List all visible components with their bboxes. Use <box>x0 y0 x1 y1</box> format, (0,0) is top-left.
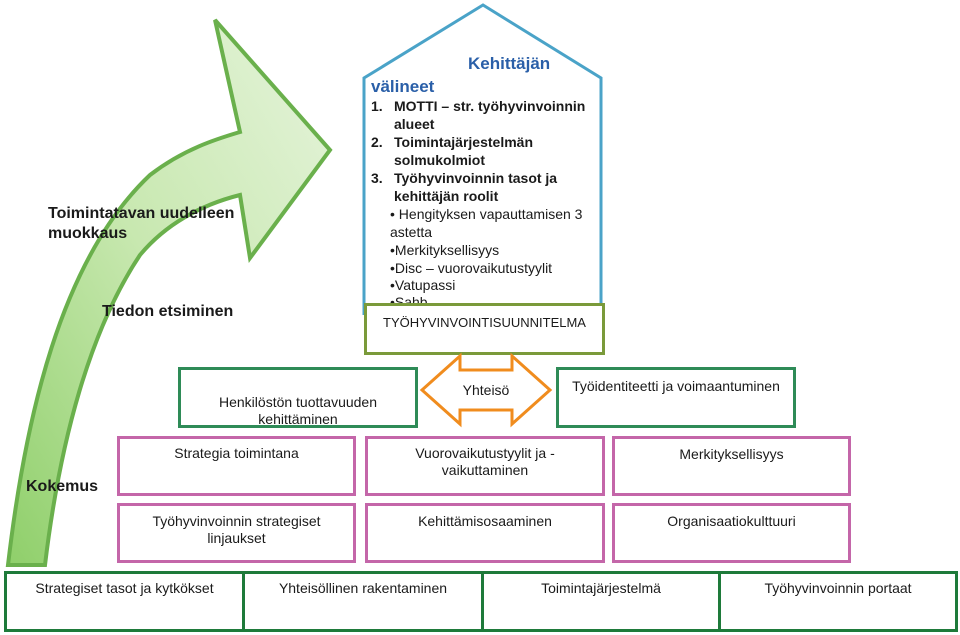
pink-label-1-1: Strategia toimintana <box>174 445 299 461</box>
house-bullet-3: •Disc – vuorovaikutustyylit <box>390 260 553 276</box>
arrow-label-middle: Tiedon etsiminen <box>102 303 234 320</box>
plan-box: TYÖHYVINVOINTISUUNNITELMA <box>364 303 605 355</box>
identity-label: Työidentiteetti ja voimaantuminen <box>572 378 780 394</box>
foundation-label-4: Työhyvinvoinnin portaat <box>764 580 912 596</box>
pink-box-2-2: Kehittämisosaaminen <box>365 503 605 563</box>
pink-label-1-3: Merkityksellisyys <box>679 446 784 462</box>
house-item-1-line2: alueet <box>394 116 435 132</box>
house-bullet-1: • Hengityksen vapauttamisen 3 <box>390 206 583 222</box>
identity-box: Työidentiteetti ja voimaantuminen <box>556 367 796 428</box>
pink-label-2-3: Organisaatiokulttuuri <box>667 513 796 529</box>
arrow-label-top: Toimintatavan uudelleen muokkaus <box>48 205 235 242</box>
house-title-line1: Kehittäjän <box>468 54 551 73</box>
plan-label: TYÖHYVINVOINTISUUNNITELMA <box>383 315 586 330</box>
pink-box-1-3: Merkityksellisyys <box>612 436 851 496</box>
community-label: Yhteisö <box>462 382 510 398</box>
house-item-2-line2: solmukolmiot <box>394 152 486 168</box>
house-bullet-1-cont: astetta <box>390 224 433 240</box>
pink-box-2-3: Organisaatiokulttuuri <box>612 503 851 563</box>
house-item-3-line1: Työhyvinvoinnin tasot ja <box>394 170 558 186</box>
house-bullet-5: •Sahb <box>390 294 428 303</box>
house-item-2-line1: Toimintajärjestelmän <box>394 134 534 150</box>
pink-box-1-2: Vuorovaikutustyylit ja - vaikuttaminen <box>365 436 605 496</box>
house-item-2-num: 2. <box>371 134 383 150</box>
pink-label-2-1: Työhyvinvoinnin strategiset linjaukset <box>152 513 321 546</box>
foundation-label-3: Toimintajärjestelmä <box>541 580 661 596</box>
productivity-label: Henkilöstön tuottavuuden kehittäminen <box>219 394 377 427</box>
foundation-label-1: Strategiset tasot ja kytkökset <box>35 580 214 596</box>
pink-box-1-1: Strategia toimintana <box>117 436 356 496</box>
foundation-cell-3: Toimintajärjestelmä <box>481 571 721 632</box>
productivity-box: Henkilöstön tuottavuuden kehittäminen <box>178 367 418 428</box>
house-item-3-num: 3. <box>371 170 383 186</box>
house-bullet-4: •Vatupassi <box>390 277 456 293</box>
pink-label-1-2: Vuorovaikutustyylit ja - vaikuttaminen <box>415 445 555 478</box>
house-item-1-num: 1. <box>371 98 383 114</box>
foundation-label-2: Yhteisöllinen rakentaminen <box>278 580 448 596</box>
house-item-3-line2: kehittäjän roolit <box>394 188 499 204</box>
pink-label-2-2: Kehittämisosaaminen <box>418 513 552 529</box>
foundation-cell-1: Strategiset tasot ja kytkökset <box>4 571 245 632</box>
house-title-line2: välineet <box>371 77 435 96</box>
pink-box-2-1: Työhyvinvoinnin strategiset linjaukset <box>117 503 356 563</box>
arrow-label-bottom: Kokemus <box>26 478 99 495</box>
house-bullet-2: •Merkityksellisyys <box>390 242 500 258</box>
house-item-1-line1: MOTTI – str. työhyvinvoinnin <box>394 98 586 114</box>
foundation-cell-2: Yhteisöllinen rakentaminen <box>242 571 484 632</box>
foundation-cell-4: Työhyvinvoinnin portaat <box>718 571 958 632</box>
